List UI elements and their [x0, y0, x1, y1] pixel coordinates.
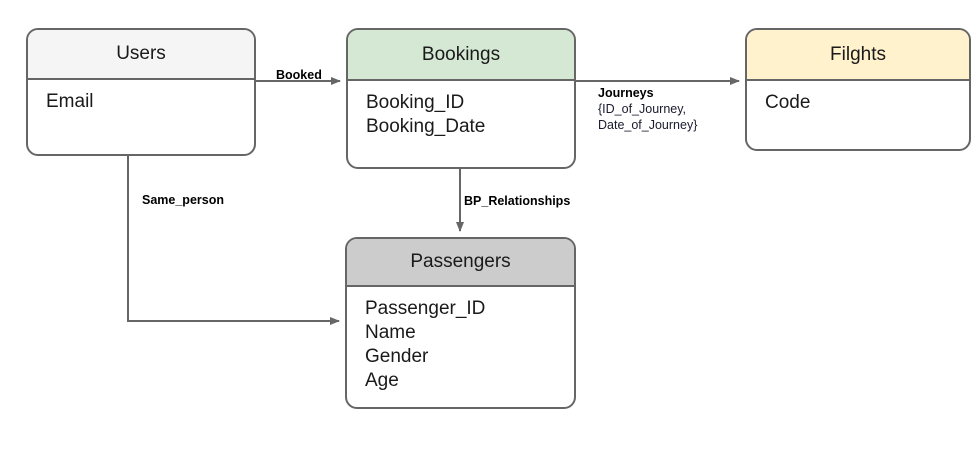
entity-bookings-attributes: Booking_ID Booking_Date — [348, 81, 574, 139]
entity-passengers-attributes: Passenger_ID Name Gender Age — [347, 287, 574, 393]
attribute-age: Age — [365, 370, 399, 391]
entity-users[interactable]: Users Email — [26, 28, 256, 156]
edge-label-journeys-attributes-line1: {ID_of_Journey, — [598, 102, 687, 116]
entity-passengers[interactable]: Passengers Passenger_ID Name Gender Age — [345, 237, 576, 409]
entity-flights[interactable]: Filghts Code — [745, 28, 971, 151]
attribute-code: Code — [765, 92, 811, 113]
attribute-passenger-id: Passenger_ID — [365, 298, 486, 319]
edge-label-same-person: Same_person — [142, 193, 224, 207]
entity-users-attributes: Email — [28, 80, 254, 114]
entity-flights-title: Filghts — [747, 30, 969, 81]
entity-passengers-title: Passengers — [347, 239, 574, 287]
entity-bookings-title: Bookings — [348, 30, 574, 81]
attribute-name: Name — [365, 322, 416, 343]
attribute-gender: Gender — [365, 346, 429, 367]
attribute-booking-date: Booking_Date — [366, 116, 486, 137]
edge-label-journeys: Journeys {ID_of_Journey, Date_of_Journey… — [598, 86, 697, 133]
attribute-booking-id: Booking_ID — [366, 92, 465, 113]
entity-users-title: Users — [28, 30, 254, 80]
edge-label-booked: Booked — [276, 68, 322, 82]
entity-bookings[interactable]: Bookings Booking_ID Booking_Date — [346, 28, 576, 169]
edge-label-journeys-title: Journeys — [598, 86, 654, 100]
attribute-email: Email — [46, 91, 94, 112]
edge-same-person — [127, 156, 340, 325]
entity-flights-attributes: Code — [747, 81, 969, 115]
edge-label-bp-relationships: BP_Relationships — [464, 194, 571, 208]
edge-label-journeys-attributes-line2: Date_of_Journey} — [598, 118, 698, 132]
